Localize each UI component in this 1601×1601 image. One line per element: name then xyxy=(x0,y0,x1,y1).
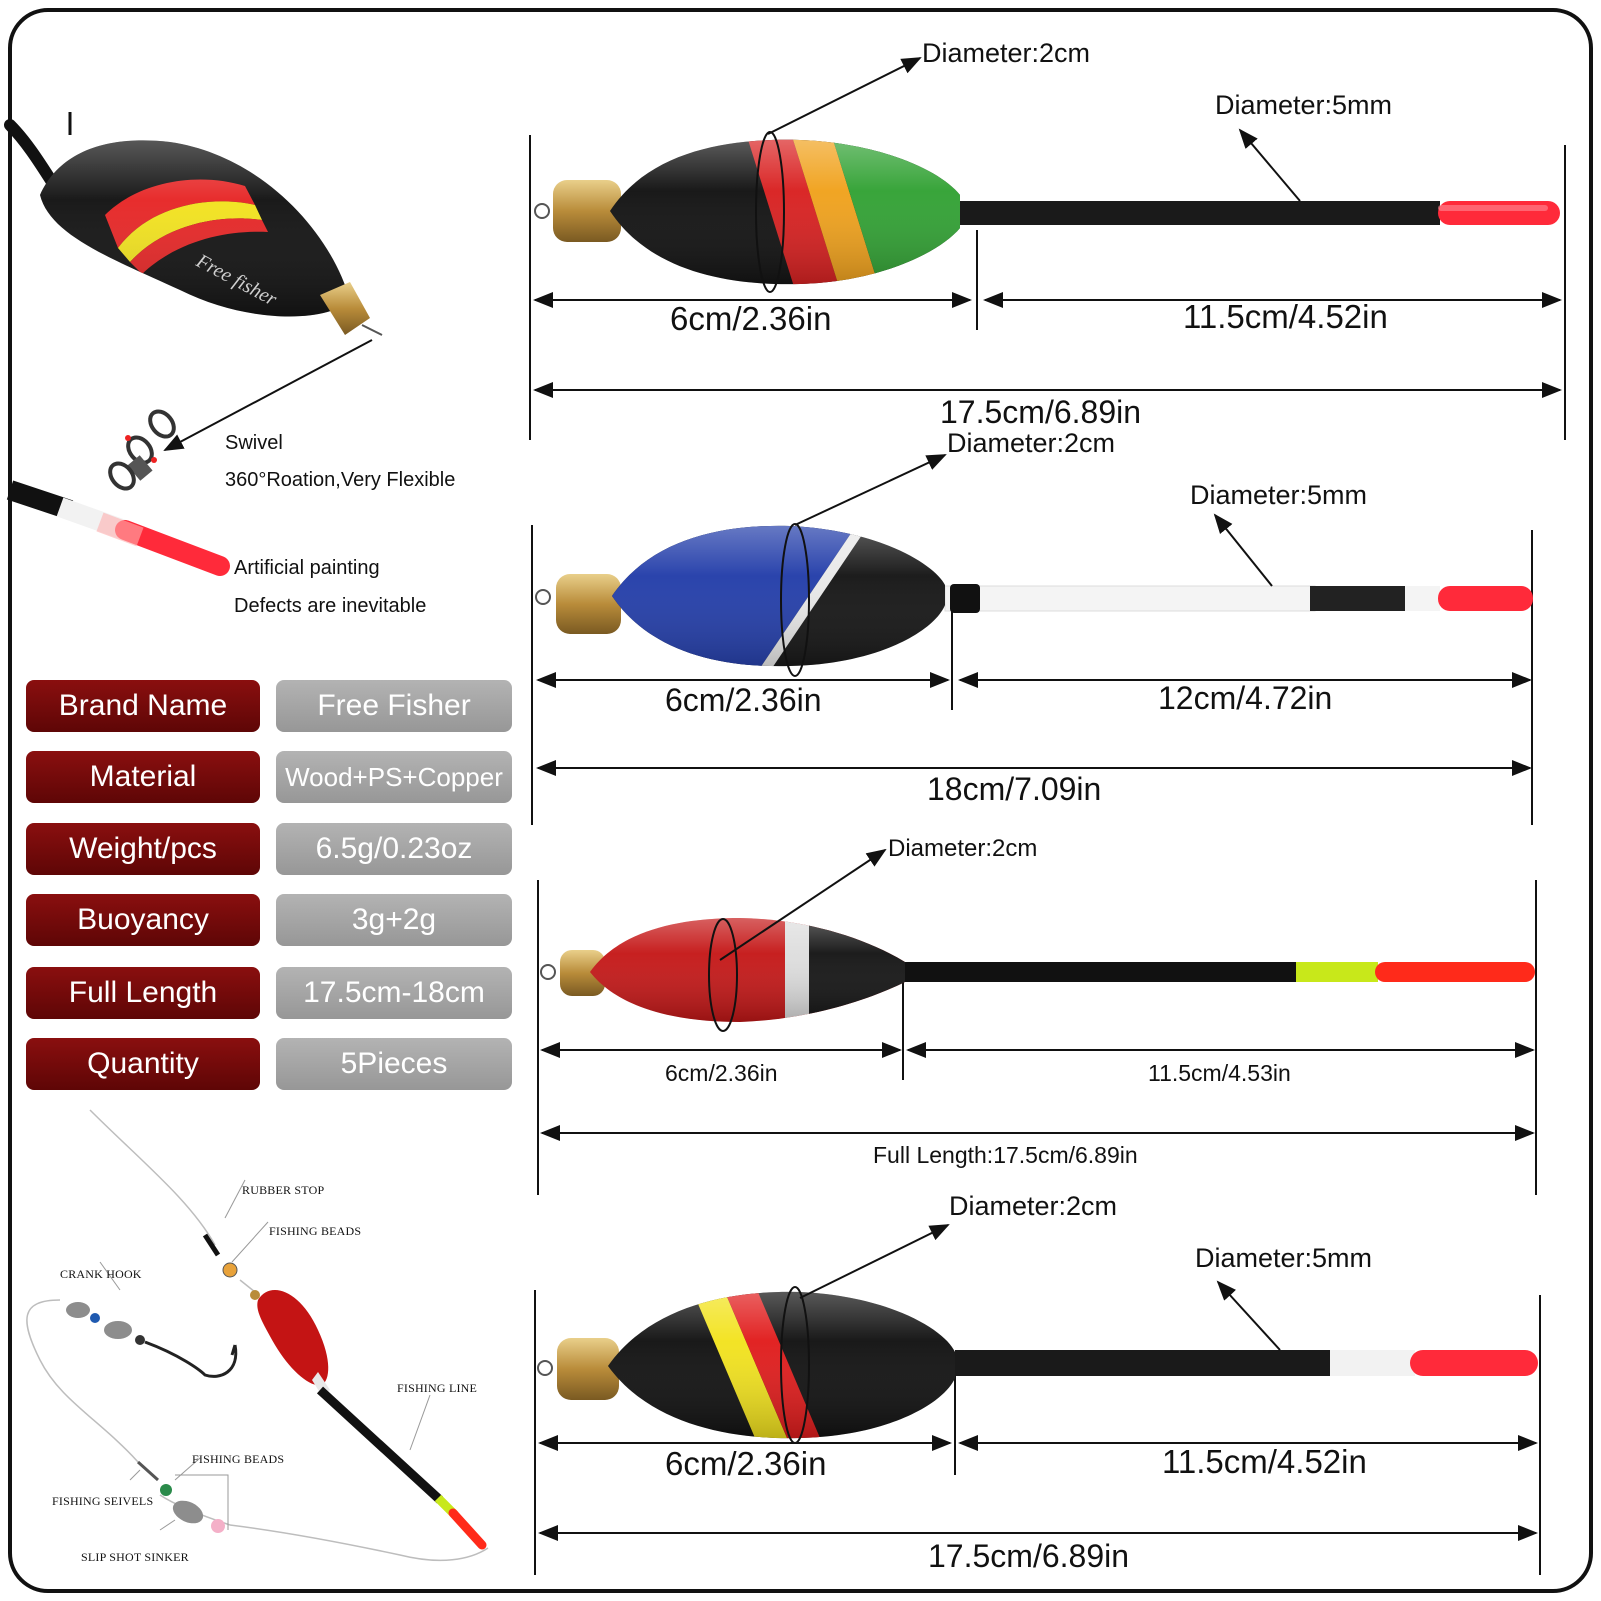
spec-value: Wood+PS+Copper xyxy=(276,751,512,803)
painting-title: Artificial painting xyxy=(234,557,380,579)
float-2-body-diameter: Diameter:2cm xyxy=(947,428,1116,458)
rig-label-fishing-beads-top: FISHING BEADS xyxy=(269,1224,362,1238)
float-2 xyxy=(531,454,1533,825)
float-1-body-diameter: Diameter:2cm xyxy=(922,38,1091,68)
spec-value: Free Fisher xyxy=(276,680,512,732)
spec-value: 3g+2g xyxy=(276,894,512,946)
rig-label-crank-hook: CRANK HOOK xyxy=(60,1267,142,1281)
float-1 xyxy=(529,57,1566,440)
float-1-body-length: 6cm/2.36in xyxy=(670,300,832,337)
rig-diagram xyxy=(26,1109,489,1562)
float-3-stem-length: 11.5cm/4.53in xyxy=(1148,1060,1291,1086)
spec-value: 5Pieces xyxy=(276,1038,512,1090)
float-4 xyxy=(534,1224,1541,1575)
rig-label-fishing-line: FISHING LINE xyxy=(397,1381,478,1395)
swivel-icon xyxy=(108,409,176,491)
float-4-body-length: 6cm/2.36in xyxy=(665,1445,827,1482)
painted-tip-closeup xyxy=(6,480,230,576)
rig-label-fishing-beads-bottom: FISHING BEADS xyxy=(192,1452,285,1466)
spec-row-brand: Brand Name Free Fisher xyxy=(26,680,516,732)
float-3-full-length: Full Length:17.5cm/6.89in xyxy=(873,1142,1138,1168)
spec-label: Brand Name xyxy=(26,680,260,732)
spec-row-material: Material Wood+PS+Copper xyxy=(26,751,516,803)
float-2-stem-length: 12cm/4.72in xyxy=(1158,680,1333,716)
float-4-stem-length: 11.5cm/4.52in xyxy=(1162,1443,1367,1480)
spec-label: Full Length xyxy=(26,967,260,1019)
float-4-body-diameter: Diameter:2cm xyxy=(949,1191,1118,1221)
float-1-stem-length: 11.5cm/4.52in xyxy=(1183,298,1388,335)
float-4-full-length: 17.5cm/6.89in xyxy=(928,1538,1130,1574)
outer-frame xyxy=(8,8,1593,1593)
spec-value: 17.5cm-18cm xyxy=(276,967,512,1019)
spec-label: Weight/pcs xyxy=(26,823,260,875)
spec-label: Material xyxy=(26,751,260,803)
spec-row-buoyancy: Buoyancy 3g+2g xyxy=(26,894,516,946)
spec-row-full-length: Full Length 17.5cm-18cm xyxy=(26,967,516,1019)
swivel-description: 360°Roation,Very Flexible xyxy=(225,469,456,491)
rig-label-slip-shot-sinker: SLIP SHOT SINKER xyxy=(81,1550,189,1564)
float-3-body-length: 6cm/2.36in xyxy=(665,1060,778,1086)
float-1-full-length: 17.5cm/6.89in xyxy=(940,394,1142,430)
swivel-title: Swivel xyxy=(225,432,283,454)
rig-label-rubber-stop: RUBBER STOP xyxy=(242,1183,325,1197)
closeup-float: Free fisher xyxy=(4,112,383,451)
float-2-full-length: 18cm/7.09in xyxy=(927,771,1102,807)
float-1-stem-diameter: Diameter:5mm xyxy=(1215,90,1393,120)
painting-description: Defects are inevitable xyxy=(234,595,427,617)
spec-label: Buoyancy xyxy=(26,894,260,946)
float-3-body-diameter: Diameter:2cm xyxy=(888,835,1038,862)
spec-row-weight: Weight/pcs 6.5g/0.23oz xyxy=(26,823,516,875)
spec-label: Quantity xyxy=(26,1038,260,1090)
float-2-body-length: 6cm/2.36in xyxy=(665,682,822,718)
spec-row-quantity: Quantity 5Pieces xyxy=(26,1038,516,1090)
spec-value: 6.5g/0.23oz xyxy=(276,823,512,875)
float-4-stem-diameter: Diameter:5mm xyxy=(1195,1243,1373,1273)
float-2-stem-diameter: Diameter:5mm xyxy=(1190,480,1368,510)
rig-label-fishing-swivels: FISHING SEIVELS xyxy=(52,1494,154,1508)
